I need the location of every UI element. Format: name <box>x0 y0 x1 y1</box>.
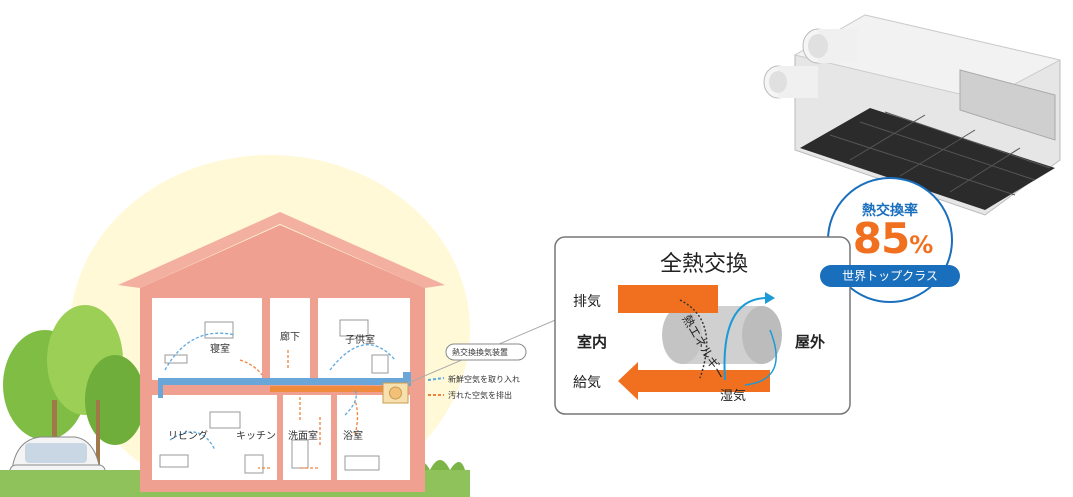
stale-air-arrows <box>239 350 359 469</box>
tree-group <box>3 305 145 490</box>
supply-label: 給気 <box>573 375 601 391</box>
roof <box>118 212 445 288</box>
badge-number: 85 <box>852 214 910 263</box>
room-hallway: 廊下 <box>280 330 300 343</box>
room-kitchen: キッチン <box>236 430 276 442</box>
furniture <box>159 319 389 474</box>
legend-stale: 汚れた空気を排出 <box>448 390 512 400</box>
room-bathroom: 浴室 <box>343 429 363 442</box>
humidity-label: 湿気 <box>720 389 747 404</box>
device-label: 熱交換換気装置 <box>452 347 508 357</box>
ventilation-unit-image <box>763 14 1062 216</box>
legend-fresh: 新鮮空気を取り入れ <box>448 374 520 384</box>
indoor-label: 室内 <box>577 333 608 351</box>
room-kids: 子供室 <box>345 333 375 346</box>
outdoor-label: 屋外 <box>795 333 826 351</box>
room-washroom: 洗面室 <box>288 429 318 442</box>
badge-value: 85% <box>830 214 955 263</box>
supply-duct <box>158 378 403 385</box>
exhaust-arrow <box>618 285 718 313</box>
exhaust-label: 排気 <box>573 294 601 310</box>
blue-flow-arrow <box>723 297 766 381</box>
supply-arrow <box>618 362 770 400</box>
fresh-air-arrows <box>164 332 396 451</box>
rooms <box>152 298 410 480</box>
room-bedroom: 寝室 <box>210 342 230 355</box>
panel-title: 全熱交換 <box>659 252 748 277</box>
badge-caption: 世界トップクラス <box>820 265 960 287</box>
exhaust-duct <box>270 386 398 392</box>
room-living: リビング <box>168 429 208 442</box>
badge-title: 熱交換率 <box>862 203 918 219</box>
badge-unit: % <box>909 231 933 259</box>
